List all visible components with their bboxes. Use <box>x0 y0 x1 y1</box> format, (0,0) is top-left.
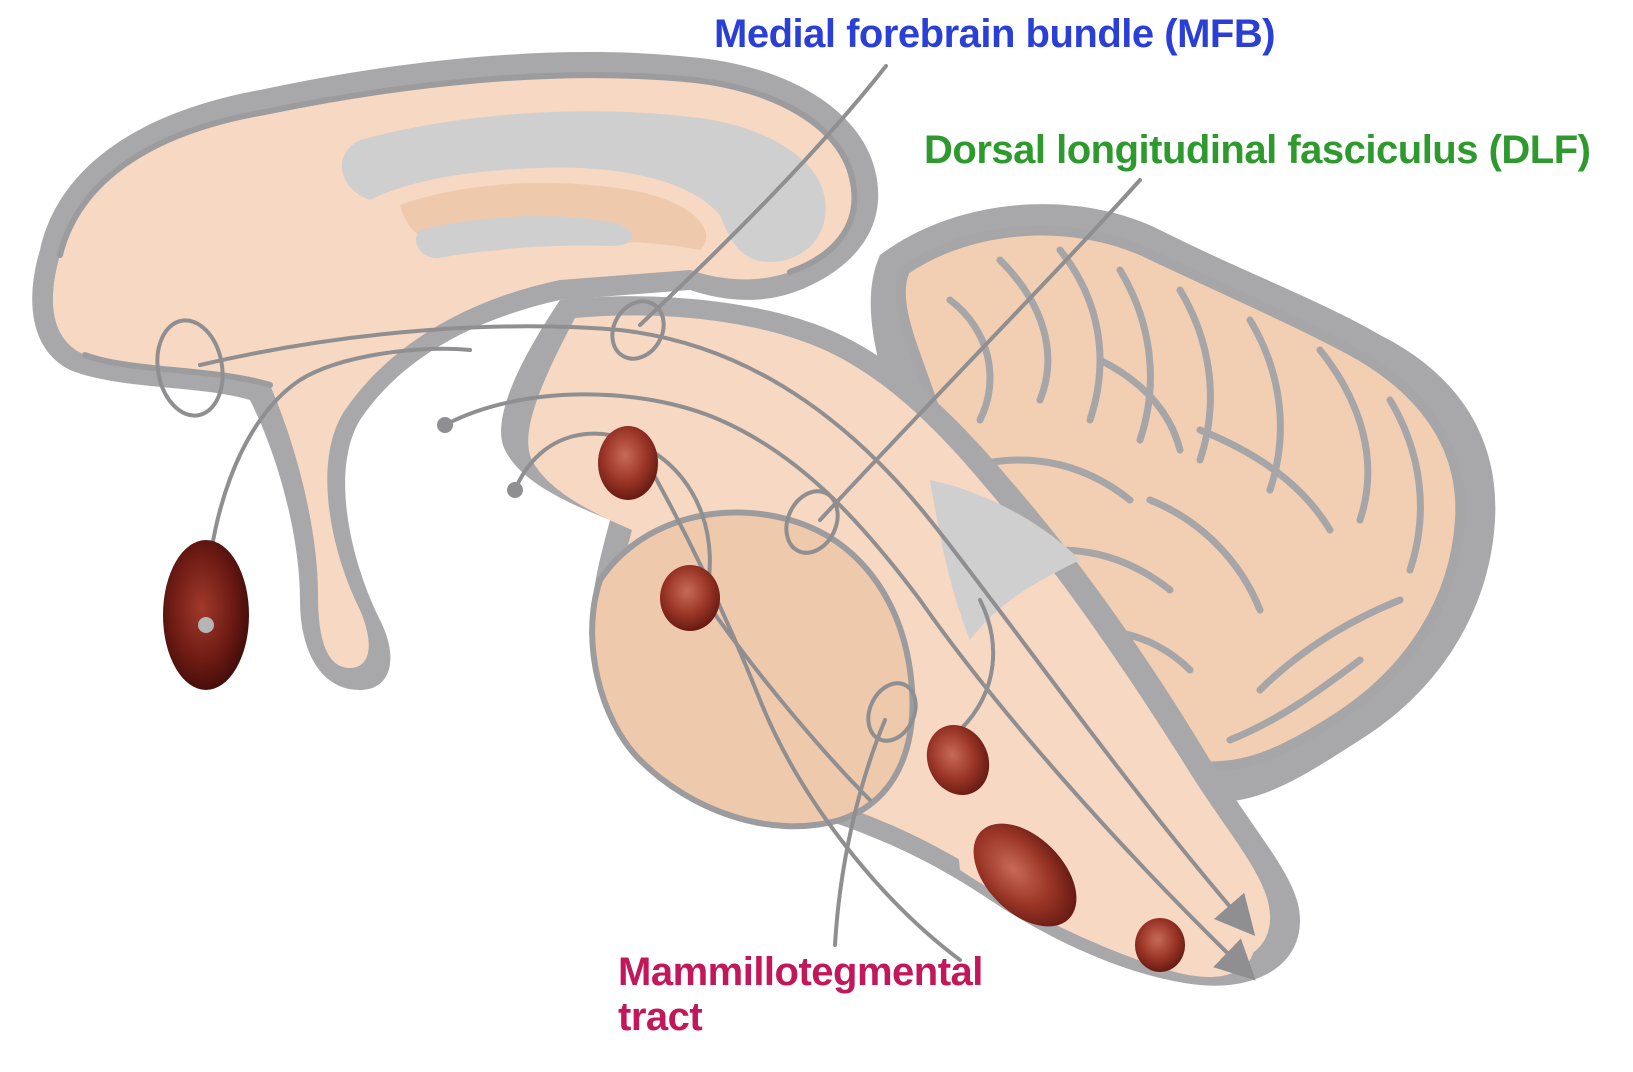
brainstem-nucleus <box>1135 918 1185 972</box>
mtt-label-line1: Mammillotegmental <box>618 950 983 995</box>
mfb-label: Medial forebrain bundle (MFB) <box>714 12 1275 57</box>
mammillary-nucleus-2 <box>660 565 720 631</box>
dlf-label: Dorsal longitudinal fasciculus (DLF) <box>924 128 1591 173</box>
septal-nucleus <box>163 540 249 690</box>
mtt-label-line2: tract <box>618 995 983 1040</box>
mammillary-nucleus-1 <box>598 426 658 500</box>
mtt-label: Mammillotegmental tract <box>618 950 983 1040</box>
